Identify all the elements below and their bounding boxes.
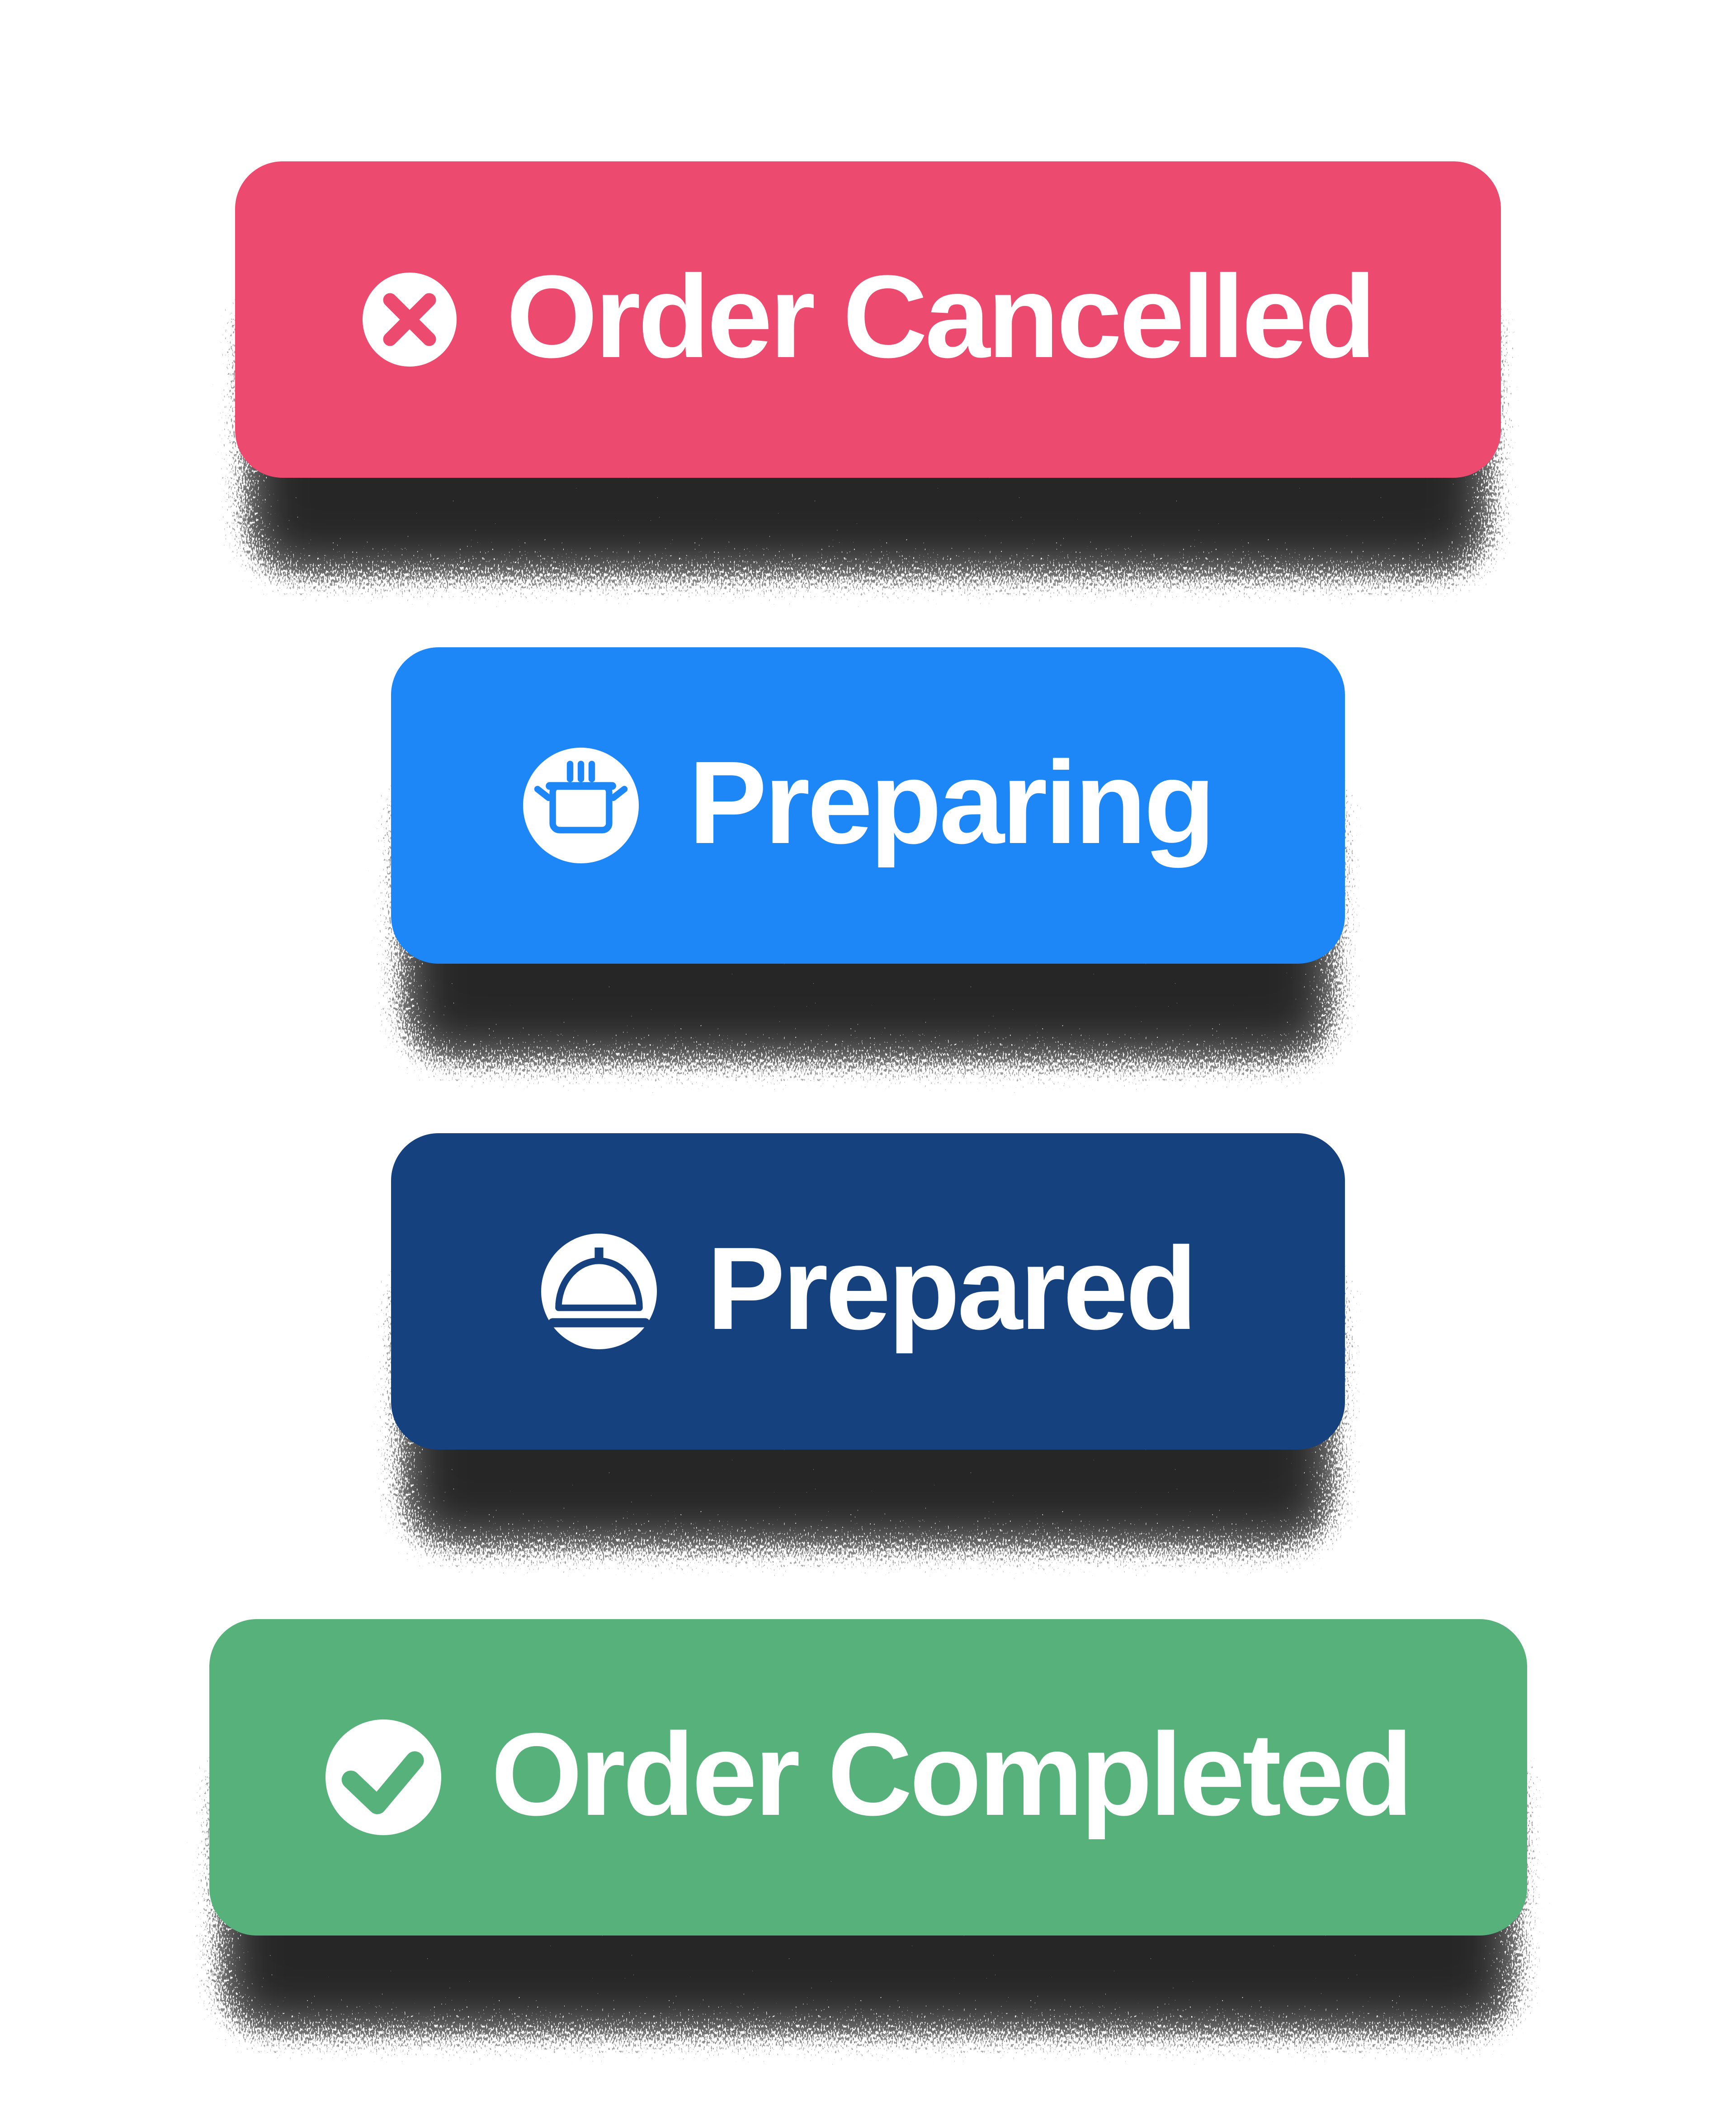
preparing-label: Preparing <box>689 737 1216 868</box>
x-circle-icon <box>362 273 457 367</box>
prepared-label: Prepared <box>707 1223 1197 1354</box>
order-cancelled-button[interactable]: Order Cancelled <box>235 161 1501 478</box>
order-completed-label: Order Completed <box>491 1709 1413 1840</box>
badge-order-cancelled: Order Cancelled <box>235 161 1501 586</box>
badge-preparing: Preparing <box>391 647 1345 1072</box>
prepared-button[interactable]: Prepared <box>391 1133 1345 1450</box>
badge-order-completed: Order Completed <box>209 1619 1527 2044</box>
status-badge-stack: Order Cancelled Preparing <box>209 161 1527 2044</box>
check-circle-icon <box>326 1719 442 1835</box>
cloche-icon <box>541 1234 657 1349</box>
preparing-button[interactable]: Preparing <box>391 647 1345 964</box>
cooking-pot-icon <box>523 748 639 863</box>
badge-prepared: Prepared <box>391 1133 1345 1558</box>
order-completed-button[interactable]: Order Completed <box>209 1619 1527 1936</box>
order-cancelled-label: Order Cancelled <box>506 251 1377 382</box>
